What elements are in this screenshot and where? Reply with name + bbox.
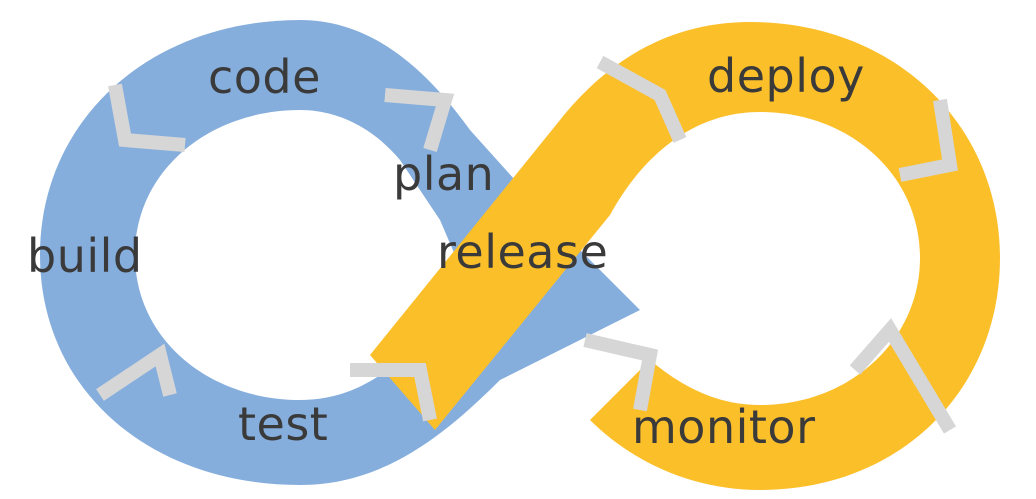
- yellow-loop: [370, 22, 1000, 490]
- seam-test-release: [350, 363, 437, 422]
- seam-monitor-plan: [583, 333, 659, 412]
- seam-right-monitor: [849, 318, 957, 434]
- stage-labels: code plan build release test deploy moni…: [27, 49, 865, 454]
- label-code: code: [208, 50, 321, 104]
- label-test: test: [238, 397, 328, 451]
- label-monitor: monitor: [632, 400, 815, 454]
- segment-seams: [96, 55, 958, 434]
- blue-loop-ring: [40, 20, 640, 485]
- label-plan: plan: [393, 147, 494, 201]
- seam-build-test: [96, 343, 177, 401]
- seam-deploy-right: [898, 98, 958, 182]
- seam-release-deploy: [596, 55, 687, 143]
- yellow-loop-ring: [370, 22, 1000, 490]
- label-build: build: [27, 229, 143, 283]
- seam-code-plan: [384, 88, 455, 153]
- seam-code-build: [108, 83, 186, 152]
- blue-loop: [40, 20, 640, 485]
- label-deploy: deploy: [707, 49, 865, 103]
- label-release: release: [437, 225, 608, 279]
